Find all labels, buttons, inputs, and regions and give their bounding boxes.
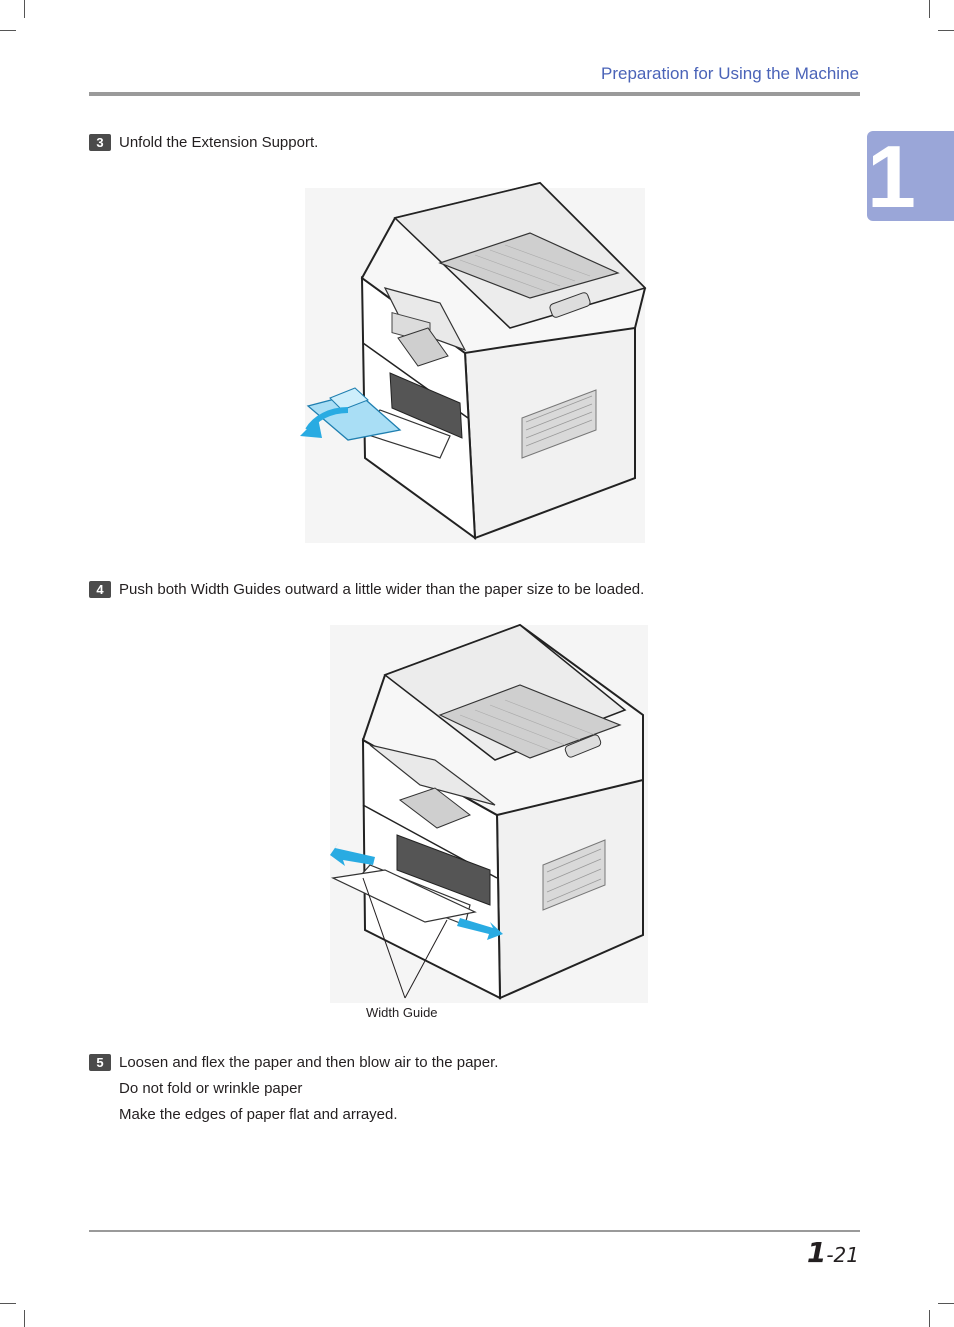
step-number-badge: 4 <box>89 581 111 598</box>
crop-mark <box>938 30 954 31</box>
header-divider <box>89 92 860 96</box>
step-5-note-2: Make the edges of paper flat and arrayed… <box>119 1106 398 1123</box>
chapter-tab-number: 1 <box>867 127 916 226</box>
crop-mark <box>938 1303 954 1304</box>
step-text: Unfold the Extension Support. <box>119 134 319 151</box>
crop-mark <box>24 1310 25 1327</box>
width-guide-label: Width Guide <box>366 1005 438 1020</box>
crop-mark <box>929 1310 930 1327</box>
page-header-title: Preparation for Using the Machine <box>601 64 859 83</box>
step-text: Push both Width Guides outward a little … <box>119 581 645 598</box>
step-5-note-1: Do not fold or wrinkle paper <box>119 1080 303 1097</box>
page-number-page: 21 <box>833 1243 859 1267</box>
step-number-badge: 5 <box>89 1054 111 1071</box>
crop-mark <box>929 0 930 18</box>
step-4: 4 Push both Width Guides outward a littl… <box>89 581 644 598</box>
footer-divider <box>89 1230 860 1232</box>
page-number-chapter: 1 <box>806 1236 827 1269</box>
step-5: 5 Loosen and flex the paper and then blo… <box>89 1054 498 1071</box>
crop-mark <box>24 0 25 18</box>
page-number-separator: - <box>826 1243 834 1267</box>
step-3: 3 Unfold the Extension Support. <box>89 134 318 151</box>
step-text: Loosen and flex the paper and then blow … <box>119 1054 499 1071</box>
crop-mark <box>0 1303 16 1304</box>
crop-mark <box>0 30 16 31</box>
printer-illustration-width-guides <box>330 623 648 1003</box>
page-number: 1-21 <box>807 1236 859 1269</box>
chapter-tab: 1 <box>867 131 954 221</box>
step-number-badge: 3 <box>89 134 111 151</box>
printer-illustration-extension-support <box>300 181 647 543</box>
